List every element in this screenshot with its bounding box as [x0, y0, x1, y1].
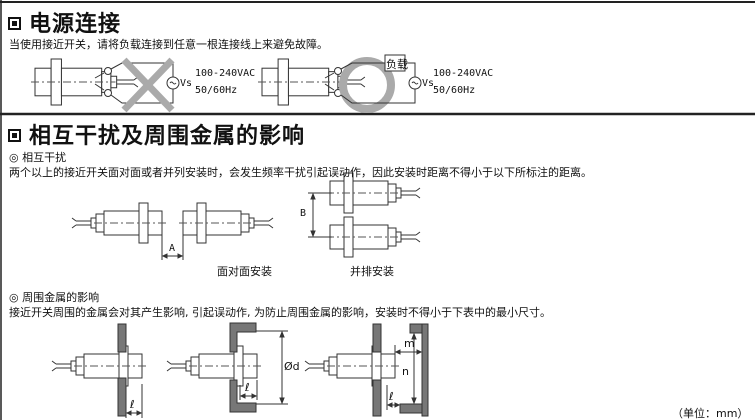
wiring-right — [258, 54, 422, 113]
proximity-sensor-icon — [51, 345, 146, 387]
dim-m-label: m — [404, 337, 415, 350]
section-bullet-icon — [8, 17, 21, 30]
metal-heading: ◎ 周围金属的影响 — [9, 291, 100, 304]
proximity-sensor-icon — [326, 216, 421, 258]
power-title: 电源连接 — [29, 12, 122, 37]
dim-d-label: Ød — [284, 360, 300, 373]
cross-mark — [121, 57, 175, 113]
side-by-side-caption: 并排安装 — [350, 265, 394, 278]
source-label: Vs — [180, 78, 193, 89]
mutual-heading: ◎ 相互干扰 — [9, 151, 67, 164]
proximity-sensor-icon — [166, 345, 261, 387]
proximity-sensor-icon — [304, 345, 399, 387]
face-to-face-caption: 面对面安装 — [217, 265, 272, 278]
circle-mark — [339, 57, 395, 113]
interference-title: 相互干扰及周围金属的影响 — [29, 124, 306, 149]
proximity-sensor-icon — [71, 202, 166, 244]
frequency-label: 50/60Hz — [433, 85, 476, 96]
dim-a-label: A — [169, 243, 176, 254]
side-by-side-diagram — [308, 172, 421, 258]
wiring-wrong — [31, 57, 180, 113]
face-to-face-diagram — [71, 202, 274, 260]
voltage-label: 100-240VAC — [433, 68, 494, 79]
load-box — [384, 54, 406, 72]
metal-diagram-1 — [51, 323, 146, 418]
section-title-power: 电源连接 — [8, 6, 121, 38]
metal-description: 接近开关周围的金属会对其产生影响, 引起误动作, 为防止周围金属的影响，安装时不… — [9, 306, 551, 319]
proximity-sensor-icon — [31, 58, 139, 106]
power-description: 当使用接近开关，请将负载连接到任意一根连接线上来避免故障。 — [9, 38, 328, 51]
dim-l-label: ℓ — [245, 381, 250, 394]
load-label: 负载 — [386, 58, 408, 71]
metal-diagram-3 — [304, 323, 429, 417]
dim-b-label: B — [300, 208, 307, 219]
proximity-sensor-icon — [179, 202, 274, 244]
source-label: Vs — [422, 78, 435, 89]
metal-diagram-2 — [166, 322, 288, 413]
voltage-label: 100-240VAC — [195, 68, 256, 79]
proximity-sensor-icon — [258, 58, 366, 106]
unit-note: （单位：mm） — [672, 407, 749, 420]
section-title-interference: 相互干扰及周围金属的影响 — [8, 118, 305, 150]
dim-l-label: ℓ — [130, 398, 135, 411]
section-bullet-icon — [8, 129, 21, 142]
dim-l-label: ℓ — [389, 390, 394, 403]
mutual-description: 两个以上的接近开关面对面或者并列安装时，会发生频率干扰引起误动作，因此安装时距离… — [9, 166, 592, 179]
frequency-label: 50/60Hz — [195, 85, 238, 96]
dim-n-label: n — [402, 365, 409, 378]
proximity-sensor-icon — [326, 172, 421, 214]
